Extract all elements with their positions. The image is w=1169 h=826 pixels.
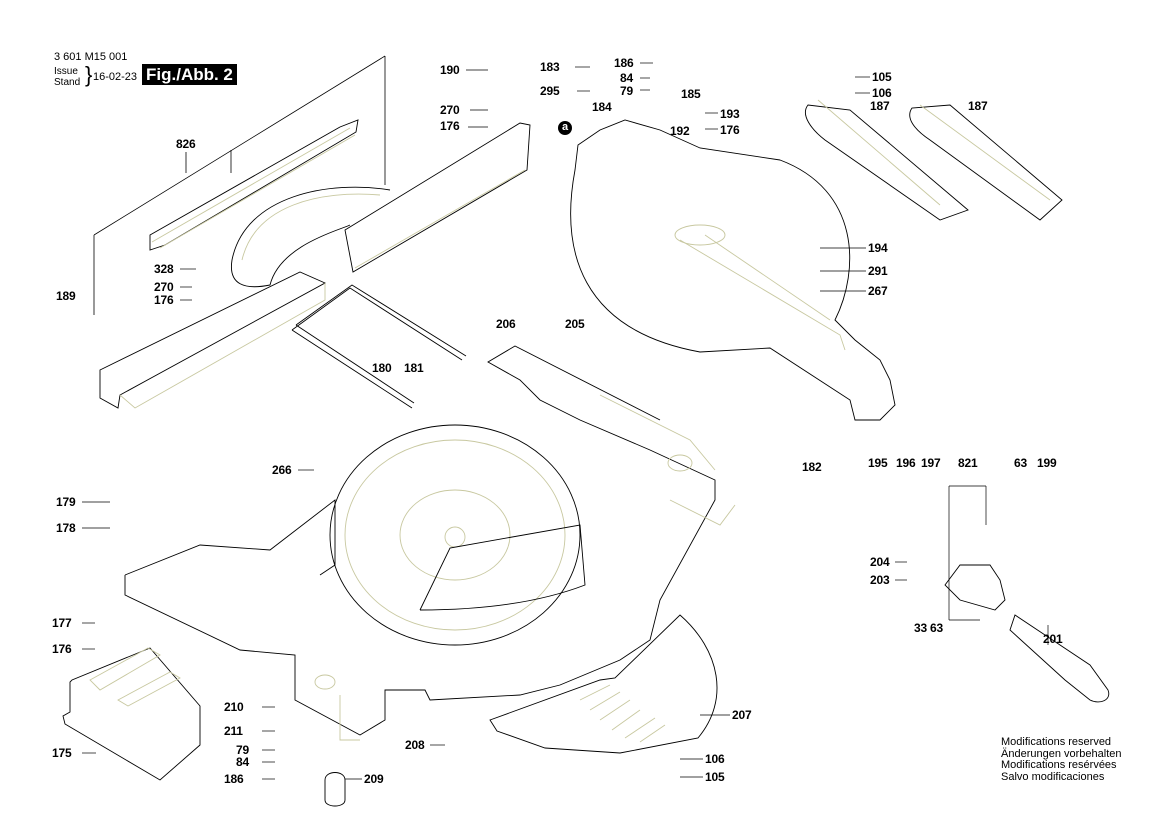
callout-180: 180 xyxy=(372,361,392,375)
callout-207: 207 xyxy=(732,708,752,722)
rail-187-right xyxy=(909,104,1063,221)
callout-178: 178 xyxy=(56,521,76,535)
callout-291: 291 xyxy=(868,264,888,278)
callout-186b: 186 xyxy=(224,772,244,786)
callout-270a: 270 xyxy=(440,103,460,117)
callout-175: 175 xyxy=(52,746,72,760)
issue-label-de: Stand xyxy=(54,77,81,88)
callout-203: 203 xyxy=(870,573,890,587)
callout-270b: 270 xyxy=(154,280,174,294)
leader-826 xyxy=(93,55,386,315)
callout-183: 183 xyxy=(540,60,560,74)
callout-196: 196 xyxy=(896,456,916,470)
callout-106b: 106 xyxy=(705,752,725,766)
foot-209 xyxy=(324,772,346,807)
turntable-base xyxy=(329,424,586,646)
callout-821: 821 xyxy=(958,456,978,470)
callout-189: 189 xyxy=(56,289,76,303)
wire-hold-down-180 xyxy=(291,284,467,409)
note-de: Änderungen vorbehalten xyxy=(1001,747,1122,760)
callout-204: 204 xyxy=(870,555,890,569)
callout-826: 826 xyxy=(176,137,196,151)
callout-105b: 105 xyxy=(705,770,725,784)
callout-177: 177 xyxy=(52,616,72,630)
callout-201: 201 xyxy=(1043,632,1063,646)
main-base xyxy=(124,345,736,741)
callout-195: 195 xyxy=(868,456,888,470)
callout-176b: 176 xyxy=(154,293,174,307)
callout-199: 199 xyxy=(1037,456,1057,470)
note-fr: Modifications resérvées xyxy=(1001,759,1117,771)
callout-33: 33 xyxy=(914,621,927,635)
callout-63a: 63 xyxy=(1014,456,1027,470)
extension-175 xyxy=(62,647,201,781)
callout-186a: 186 xyxy=(614,56,634,70)
plate-207 xyxy=(489,614,718,754)
callout-63b: 63 xyxy=(930,621,943,635)
callout-328: 328 xyxy=(154,262,174,276)
callout-210: 210 xyxy=(224,700,244,714)
callout-209: 209 xyxy=(364,772,384,786)
callout-106a: 106 xyxy=(872,86,892,100)
fence-left xyxy=(99,271,327,409)
upper-table-194 xyxy=(570,119,896,421)
callout-84b: 84 xyxy=(236,755,249,769)
callout-182: 182 xyxy=(802,460,822,474)
miter-lever-201 xyxy=(944,564,1110,703)
issue-label-en: Issue xyxy=(54,66,78,77)
callout-190: 190 xyxy=(440,63,460,77)
fence-holder-ring xyxy=(230,186,391,288)
callout-a: a xyxy=(558,121,572,135)
callout-266: 266 xyxy=(272,463,292,477)
callout-206: 206 xyxy=(496,317,516,331)
callout-211: 211 xyxy=(224,724,243,738)
callout-176d: 176 xyxy=(52,642,72,656)
callout-181: 181 xyxy=(404,361,424,375)
callout-184: 184 xyxy=(592,100,612,114)
callout-176a: 176 xyxy=(440,119,460,133)
issue-date: 16-02-23 xyxy=(93,71,138,83)
callout-187a: 187 xyxy=(870,99,890,113)
callout-79b: 79 xyxy=(236,743,249,757)
callout-179: 179 xyxy=(56,495,76,509)
callout-176c: 176 xyxy=(720,123,740,137)
leader-lines xyxy=(82,62,1049,780)
issue-label: Issue Stand xyxy=(54,66,80,88)
figure-label: Fig./Abb. 2 xyxy=(142,64,237,85)
modification-notes: Modifications reserved Änderungen vorbeh… xyxy=(1001,736,1122,783)
callout-197: 197 xyxy=(921,456,941,470)
brace: } xyxy=(85,62,93,87)
note-en: Modifications reserved xyxy=(1001,736,1112,748)
callout-205: 205 xyxy=(565,317,585,331)
callout-193: 193 xyxy=(720,107,740,121)
callout-84a: 84 xyxy=(620,71,633,85)
callout-267: 267 xyxy=(868,284,888,298)
rail-187-left xyxy=(805,99,969,221)
fence-right xyxy=(344,122,531,273)
callout-192: 192 xyxy=(670,124,690,138)
note-es: Salvo modificaciones xyxy=(1001,770,1105,783)
callout-194: 194 xyxy=(868,241,888,255)
callout-295: 295 xyxy=(540,84,560,98)
callout-208: 208 xyxy=(405,738,425,752)
callout-79a: 79 xyxy=(620,84,633,98)
fence-rail-826 xyxy=(149,119,359,251)
document-number: 3 601 M15 001 xyxy=(54,51,128,63)
callout-187b: 187 xyxy=(968,99,988,113)
callout-185: 185 xyxy=(681,87,701,101)
callout-105a: 105 xyxy=(872,70,892,84)
